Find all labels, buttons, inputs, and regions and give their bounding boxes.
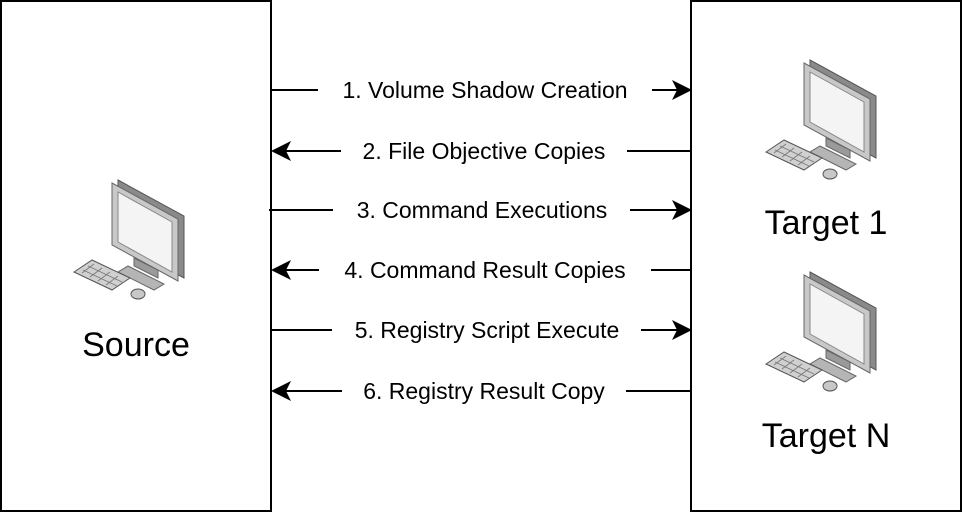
message-2: 2. File Objective Copies xyxy=(271,138,691,164)
message-1: 1. Volume Shadow Creation xyxy=(272,77,692,103)
message-4: 4. Command Result Copies xyxy=(271,257,691,283)
message-2-label: 2. File Objective Copies xyxy=(363,138,606,164)
message-6: 6. Registry Result Copy xyxy=(271,378,691,404)
target-n-label: Target N xyxy=(762,417,891,455)
message-3: 3. Command Executions xyxy=(269,197,692,223)
source-label: Source xyxy=(82,326,190,364)
message-3-label: 3. Command Executions xyxy=(357,197,608,223)
message-1-label: 1. Volume Shadow Creation xyxy=(342,77,627,103)
message-4-label: 4. Command Result Copies xyxy=(344,257,625,283)
target-1-label: Target 1 xyxy=(765,204,888,242)
message-5-label: 5. Registry Script Execute xyxy=(355,317,620,343)
message-5: 5. Registry Script Execute xyxy=(272,317,692,343)
message-6-label: 6. Registry Result Copy xyxy=(363,378,605,404)
